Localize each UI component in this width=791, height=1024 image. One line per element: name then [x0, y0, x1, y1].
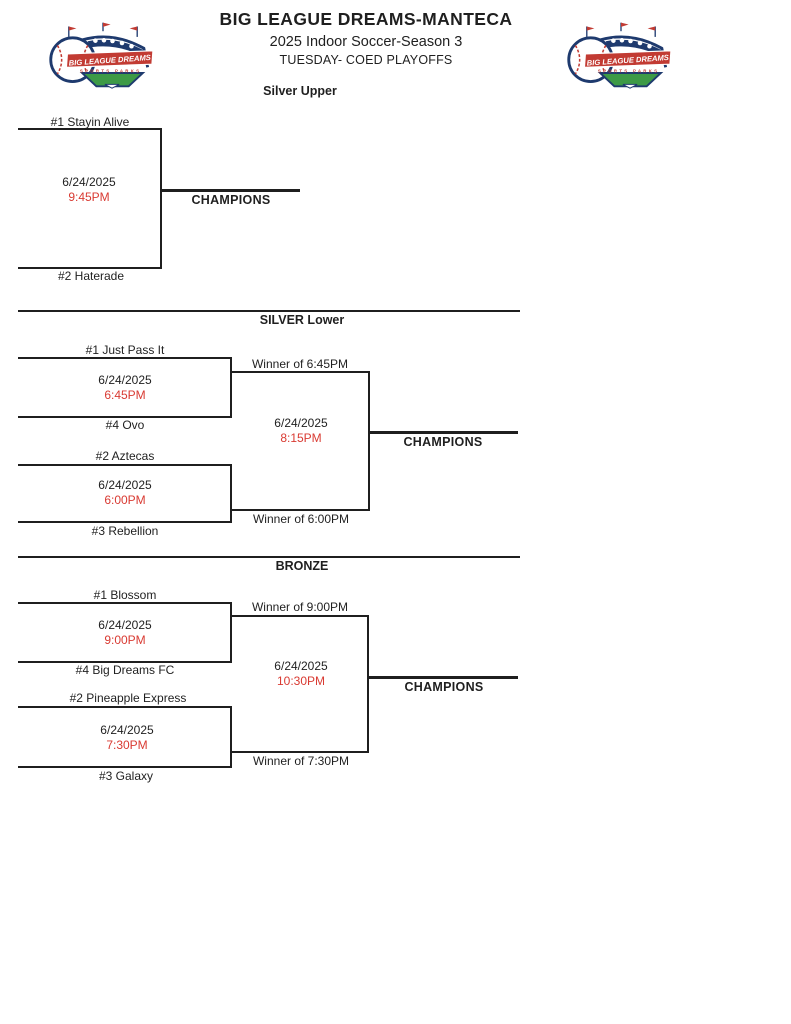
- team-label: #4 Ovo: [105, 418, 145, 432]
- match-date: 6/24/2025: [274, 659, 328, 673]
- match-time: 6:00PM: [104, 493, 146, 507]
- bracket-line: [18, 357, 232, 359]
- champions-label: CHAMPIONS: [403, 435, 483, 449]
- winner-label: Winner of 6:00PM: [252, 512, 350, 526]
- bracket-line: [18, 464, 232, 466]
- match-date: 6/24/2025: [62, 175, 116, 189]
- match-date: 6/24/2025: [274, 416, 328, 430]
- match-time: 6:45PM: [104, 388, 146, 402]
- bracket-line: [367, 615, 369, 753]
- bracket-line: [18, 521, 232, 523]
- bracket-line: [18, 128, 162, 130]
- team-label: #2 Pineapple Express: [69, 691, 187, 705]
- team-label: #3 Galaxy: [98, 769, 154, 783]
- winner-label: Winner of 9:00PM: [251, 600, 349, 614]
- bracket-line: [230, 357, 232, 418]
- page-title: BIG LEAGUE DREAMS-MANTECA: [219, 9, 513, 29]
- match-date: 6/24/2025: [98, 478, 152, 492]
- section-heading-silver-lower: SILVER Lower: [259, 313, 345, 327]
- match-date: 6/24/2025: [98, 373, 152, 387]
- section-heading-bronze: BRONZE: [275, 559, 329, 573]
- bracket-line: [18, 267, 162, 269]
- bracket-line: [18, 602, 232, 604]
- match-time: 8:15PM: [280, 431, 322, 445]
- match-time: 10:30PM: [276, 674, 326, 688]
- section-divider: [18, 310, 520, 312]
- page-subtitle: 2025 Indoor Soccer-Season 3: [269, 34, 463, 50]
- champions-line: [369, 431, 518, 434]
- bracket-line: [230, 602, 232, 663]
- bracket-line: [230, 371, 370, 373]
- team-label: #1 Blossom: [93, 588, 157, 602]
- match-time: 9:00PM: [104, 633, 146, 647]
- team-label: #1 Stayin Alive: [50, 115, 130, 129]
- bracket-line: [18, 706, 232, 708]
- bracket-line: [230, 509, 370, 511]
- winner-label: Winner of 6:45PM: [251, 357, 349, 371]
- team-label: #3 Rebellion: [91, 524, 159, 538]
- team-label: #2 Aztecas: [95, 449, 155, 463]
- big-league-dreams-logo-icon: BIG LEAGUE DREAMS SPORTS PARKS: [567, 22, 672, 89]
- winner-label: Winner of 7:30PM: [252, 754, 350, 768]
- champions-line: [161, 189, 300, 192]
- team-label: #2 Haterade: [57, 269, 125, 283]
- bracket-line: [230, 615, 369, 617]
- bracket-line: [18, 661, 232, 663]
- match-time: 7:30PM: [106, 738, 148, 752]
- section-heading-silver-upper: Silver Upper: [263, 84, 337, 98]
- bracket-line: [230, 751, 369, 753]
- logo-tagline-text: SPORTS PARKS: [80, 69, 141, 74]
- bracket-line: [160, 128, 162, 269]
- bracket-line: [18, 416, 232, 418]
- bracket-line: [18, 766, 232, 768]
- bracket-line: [368, 371, 370, 511]
- champions-line: [368, 676, 518, 679]
- champions-label: CHAMPIONS: [191, 193, 271, 207]
- team-label: #1 Just Pass It: [85, 343, 165, 357]
- bracket-line: [230, 706, 232, 768]
- logo-tagline-text: SPORTS PARKS: [598, 69, 659, 74]
- bracket-line: [230, 464, 232, 523]
- section-divider: [18, 556, 520, 558]
- event-subtitle: TUESDAY- COED PLAYOFFS: [279, 53, 453, 67]
- big-league-dreams-logo-icon: BIG LEAGUE DREAMS SPORTS PARKS: [49, 22, 154, 89]
- match-date: 6/24/2025: [98, 618, 152, 632]
- match-time: 9:45PM: [68, 190, 110, 204]
- team-label: #4 Big Dreams FC: [75, 663, 175, 677]
- champions-label: CHAMPIONS: [404, 680, 484, 694]
- match-date: 6/24/2025: [100, 723, 154, 737]
